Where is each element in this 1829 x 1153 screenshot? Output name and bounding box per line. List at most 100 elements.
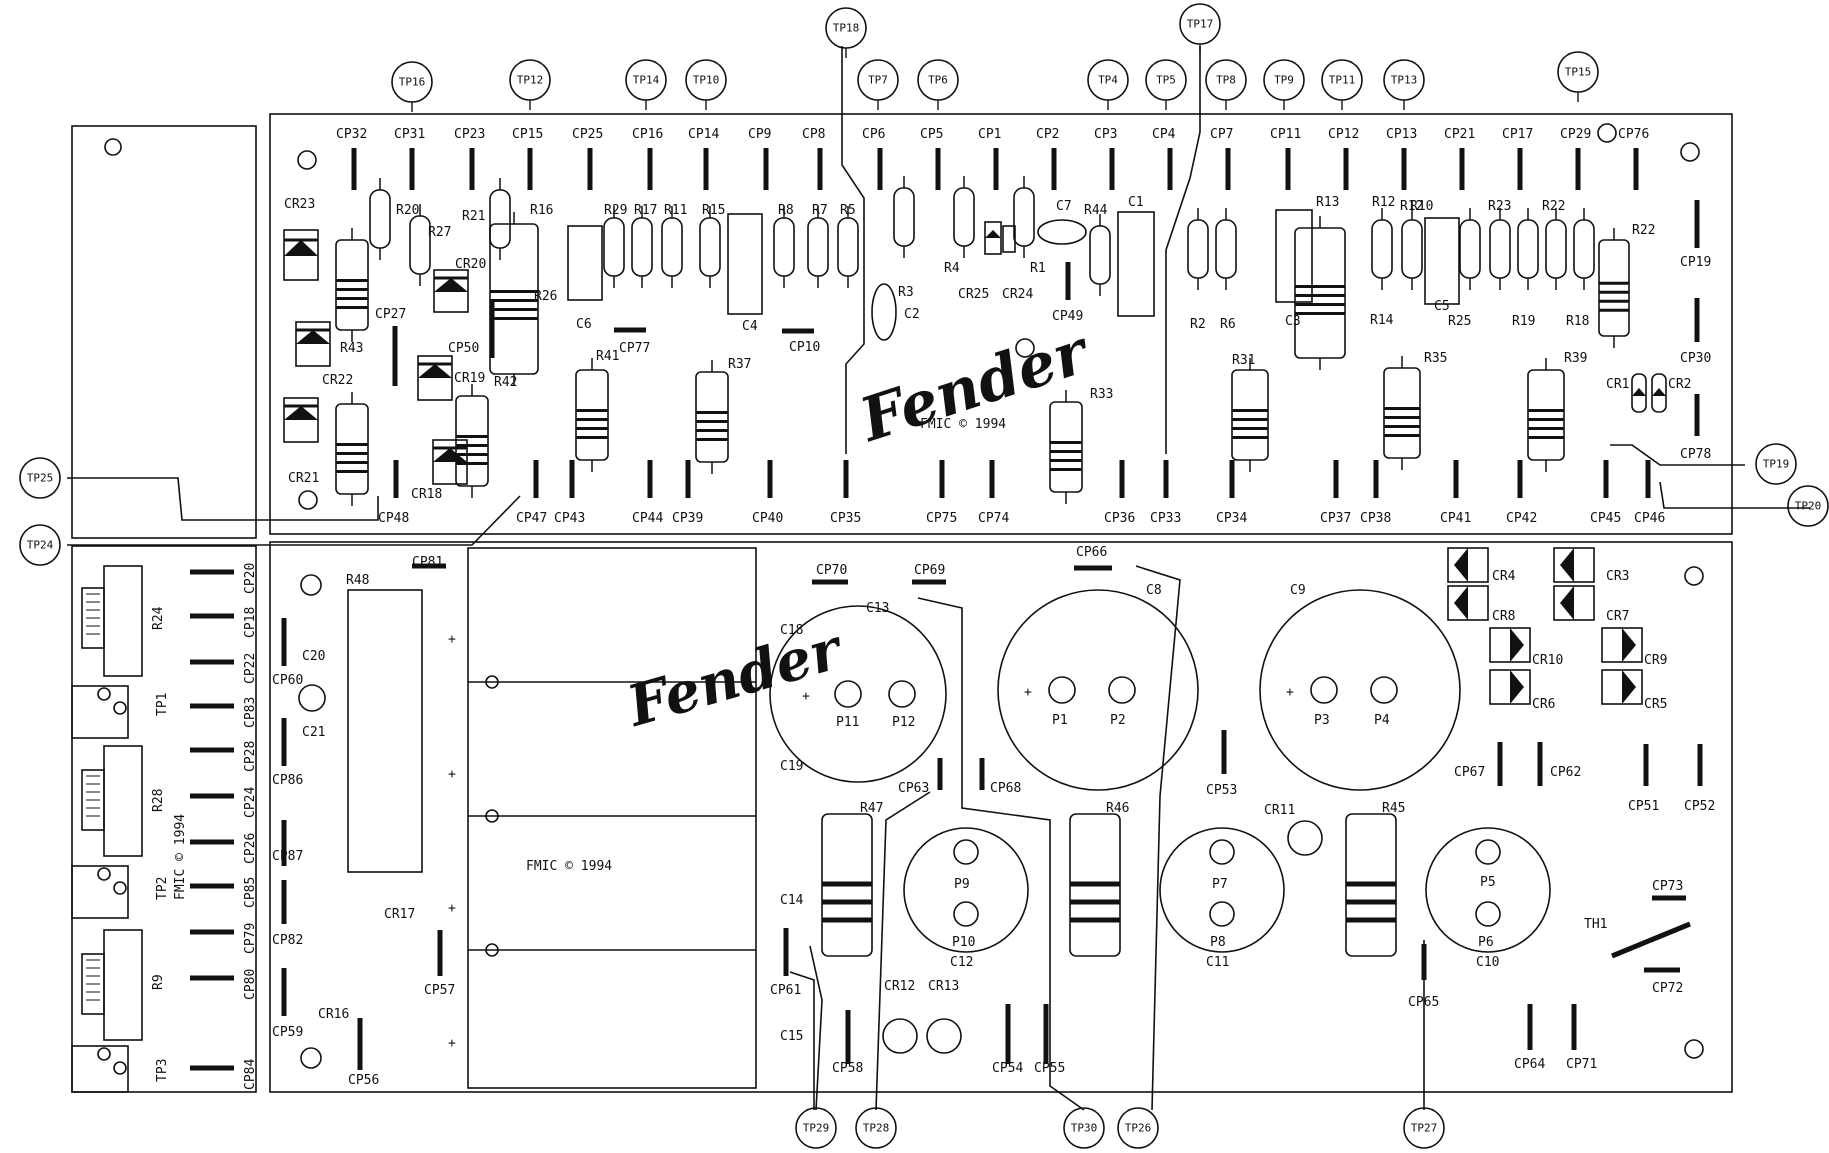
cp-bottom-label: CP37 — [1320, 511, 1351, 526]
test-point-label: TP18 — [833, 22, 860, 35]
resistor-label: R21 — [462, 209, 485, 224]
banded-resistor — [575, 369, 609, 461]
resistor-body — [773, 217, 795, 277]
resistor-label: R11 — [664, 203, 687, 218]
cp-top-label: CP15 — [512, 127, 543, 142]
cp-top-label: CP14 — [688, 127, 719, 142]
left-panel-outline — [71, 125, 257, 539]
test-point-label: TP6 — [928, 74, 948, 87]
cp-bottom-label: CP38 — [1360, 511, 1391, 526]
resistor-body — [699, 217, 721, 277]
left-cp-label: CP85 — [243, 877, 258, 908]
top-routing-lines — [67, 46, 1810, 546]
cp-bottom-label: CP39 — [672, 511, 703, 526]
resistor-body — [1371, 219, 1393, 279]
test-point-label: TP8 — [1216, 74, 1236, 87]
svg-text:+: + — [448, 1036, 456, 1051]
test-point-label: TP9 — [1274, 74, 1294, 87]
tp2-jack-label: TP2 — [155, 877, 170, 900]
test-point-label: TP5 — [1156, 74, 1176, 87]
resistor-label: R20 — [396, 203, 419, 218]
cp-top-label: CP9 — [748, 127, 771, 142]
bottom-cp-label: CP56 — [348, 1073, 379, 1088]
bottom-component-label: CR13 — [928, 979, 959, 994]
bottom-cp-label: CP63 — [898, 781, 929, 796]
resistor-label: R33 — [1090, 387, 1113, 402]
bottom-cp-label: CP53 — [1206, 783, 1237, 798]
bottom-component-label: P3 — [1314, 713, 1330, 728]
bottom-cp-label: CP68 — [990, 781, 1021, 796]
resistor-label: R37 — [728, 357, 751, 372]
cp-top-label: CP11 — [1270, 127, 1301, 142]
test-point-bubble — [19, 457, 61, 499]
resistor-body — [1489, 219, 1511, 279]
bottom-component-label: C9 — [1290, 583, 1306, 598]
left-cp-label: CP26 — [243, 833, 258, 864]
fender-logo-top: Fender — [850, 316, 1099, 457]
cp-top-label: CP31 — [394, 127, 425, 142]
resistor-body — [807, 217, 829, 277]
test-point-label: TP13 — [1391, 74, 1418, 87]
svg-text:+: + — [802, 689, 810, 704]
resistor-body — [1545, 219, 1567, 279]
bottom-component-label: C20 — [302, 649, 325, 664]
cp-top-label: CP17 — [1502, 127, 1533, 142]
bottom-cp-label: CP70 — [816, 563, 847, 578]
c4-label: C4 — [742, 319, 758, 334]
cp-top-label: CP76 — [1618, 127, 1649, 142]
left-cp-label: CP83 — [243, 697, 258, 728]
bottom-cp-label: CP60 — [272, 673, 303, 688]
resistor-label: R26 — [534, 289, 557, 304]
cp-top-label: CP29 — [1560, 127, 1591, 142]
resistor-label: R7 — [812, 203, 828, 218]
cp19-label: CP19 — [1680, 255, 1711, 270]
test-point-label: TP19 — [1763, 458, 1790, 471]
bottom-component-label: R45 — [1382, 801, 1405, 816]
test-point-label: TP26 — [1125, 1122, 1152, 1135]
resistor-label: R8 — [778, 203, 794, 218]
cp-top-label: CP4 — [1152, 127, 1176, 142]
banded-resistor — [335, 239, 369, 331]
bottom-cp-label: CP72 — [1652, 981, 1683, 996]
test-point-label: TP14 — [633, 74, 660, 87]
cp-bottom-label: CP47 — [516, 511, 547, 526]
bottom-routing-lines — [789, 565, 1425, 1111]
resistor-label: R1 — [1030, 261, 1046, 276]
test-point-label: TP16 — [399, 76, 426, 89]
cp-top-label: CP7 — [1210, 127, 1233, 142]
top-right-cps: CP19 CP30 CP78 — [1680, 200, 1711, 462]
banded-resistor — [455, 395, 489, 487]
cp-top-label: CP13 — [1386, 127, 1417, 142]
tp1-jack-label: TP1 — [155, 693, 170, 716]
resistor-body — [953, 187, 975, 247]
cp77-label: CP77 — [619, 341, 650, 356]
resistor-label: R3 — [898, 285, 914, 300]
bottom-component-label: P4 — [1374, 713, 1390, 728]
left-strip-outline — [71, 545, 257, 1093]
bottom-component-label: C21 — [302, 725, 325, 740]
resistor-body — [1401, 219, 1423, 279]
cr23-label: CR23 — [284, 197, 315, 212]
resistor-body — [661, 217, 683, 277]
resistor-body — [1517, 219, 1539, 279]
resistor-label: R41 — [596, 349, 619, 364]
banded-resistor — [1294, 227, 1346, 359]
test-point-label: TP17 — [1187, 18, 1214, 31]
resistor-body — [837, 217, 859, 277]
bottom-component-label: R46 — [1106, 801, 1129, 816]
resistor-label: R12 — [1372, 195, 1395, 210]
test-point-label: TP7 — [868, 74, 888, 87]
bottom-power-resistors — [821, 813, 1397, 957]
svg-text:+: + — [1024, 685, 1032, 700]
cp-bottom-label: CP43 — [554, 511, 585, 526]
bottom-component-label: P1 — [1052, 713, 1068, 728]
r28-label: R28 — [151, 789, 166, 812]
resistor-label: R14 — [1370, 313, 1394, 328]
bottom-component-label: C8 — [1146, 583, 1162, 598]
test-point-label: TP4 — [1098, 74, 1118, 87]
top-capacitors: C6 C4 C7 C1 C2 C3 C5 — [567, 195, 1460, 341]
test-point-label: TP27 — [1411, 1122, 1438, 1135]
